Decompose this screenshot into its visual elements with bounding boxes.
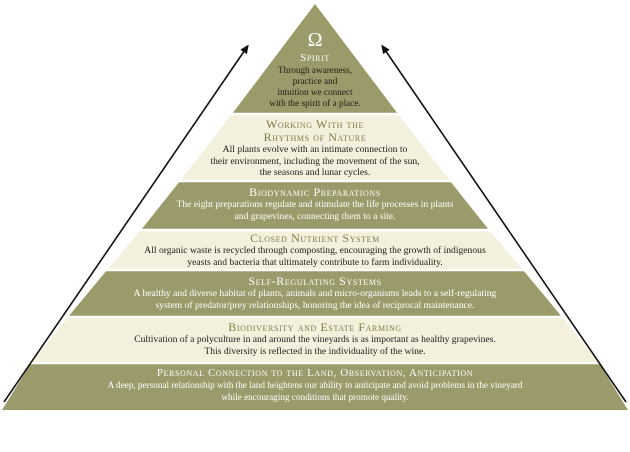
tier-self-regulating: Self-Regulating Systems A healthy and di… — [0, 275, 630, 311]
biodynamic-symbol-icon: Ω — [308, 29, 323, 51]
tier-desc-rhythms: All plants evolve with an intimate conne… — [210, 144, 420, 178]
tier-biodiversity: Biodiversity and Estate Farming Cultivat… — [0, 321, 630, 357]
tier-band-biodiversity — [31, 317, 599, 363]
tier-title-preparations: Biodynamic Preparations — [249, 185, 381, 199]
tier-title-closed-nutrient: Closed Nutrient System — [250, 231, 380, 245]
tier-band-spirit — [232, 4, 398, 114]
tier-separators — [29, 112, 601, 365]
tier-preparations: Biodynamic Preparations The eight prepar… — [0, 186, 630, 222]
tier-title-biodiversity: Biodiversity and Estate Farming — [228, 320, 402, 334]
tier-desc-biodiversity: Cultivation of a polyculture in and arou… — [134, 334, 496, 357]
tier-band-preparations — [141, 181, 489, 230]
tier-closed-nutrient: Closed Nutrient System All organic waste… — [0, 232, 630, 268]
tier-spirit: Spirit Through awareness, practice and i… — [0, 52, 630, 109]
tier-title-spirit: Spirit — [300, 52, 330, 64]
tier-band-self-regulating — [68, 270, 562, 317]
left-ascending-arrow — [3, 44, 249, 403]
tier-desc-spirit: Through awareness, practice and intuitio… — [269, 65, 361, 108]
tier-title-rhythms: Working With the Rhythms of Nature — [263, 117, 367, 144]
tier-personal-connection: Personal Connection to the Land, Observa… — [0, 367, 630, 403]
tier-title-self-regulating: Self-Regulating Systems — [248, 274, 382, 288]
tier-desc-personal-connection: A deep, personal relationship with the l… — [107, 380, 523, 402]
right-ascending-arrow — [381, 44, 627, 403]
tier-band-personal-connection — [2, 363, 628, 410]
tier-desc-self-regulating: A healthy and diverse habitat of plants,… — [133, 288, 497, 311]
tier-title-personal-connection: Personal Connection to the Land, Observa… — [156, 367, 474, 379]
tier-band-closed-nutrient — [107, 230, 523, 270]
tier-band-rhythms — [180, 114, 450, 181]
tier-desc-preparations: The eight preparations regulate and stim… — [176, 199, 454, 222]
tier-rhythms: Working With the Rhythms of Nature All p… — [0, 118, 630, 179]
tier-desc-closed-nutrient: All organic waste is recycled through co… — [144, 245, 486, 268]
